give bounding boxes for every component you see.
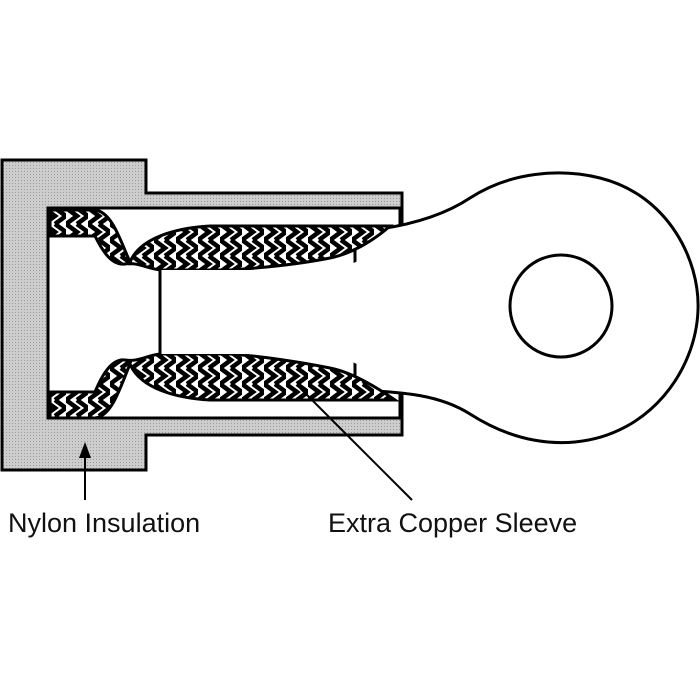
barrel-lower-wall xyxy=(48,352,400,420)
insulation-label: Nylon Insulation xyxy=(8,508,200,538)
barrel-bore xyxy=(160,258,365,368)
sleeve-label: Extra Copper Sleeve xyxy=(328,508,577,538)
ring-terminal-hole xyxy=(508,253,614,359)
barrel-upper-wall xyxy=(48,208,394,272)
insulation-arrow-icon xyxy=(79,442,91,458)
sleeve-leader-line xyxy=(299,387,413,501)
